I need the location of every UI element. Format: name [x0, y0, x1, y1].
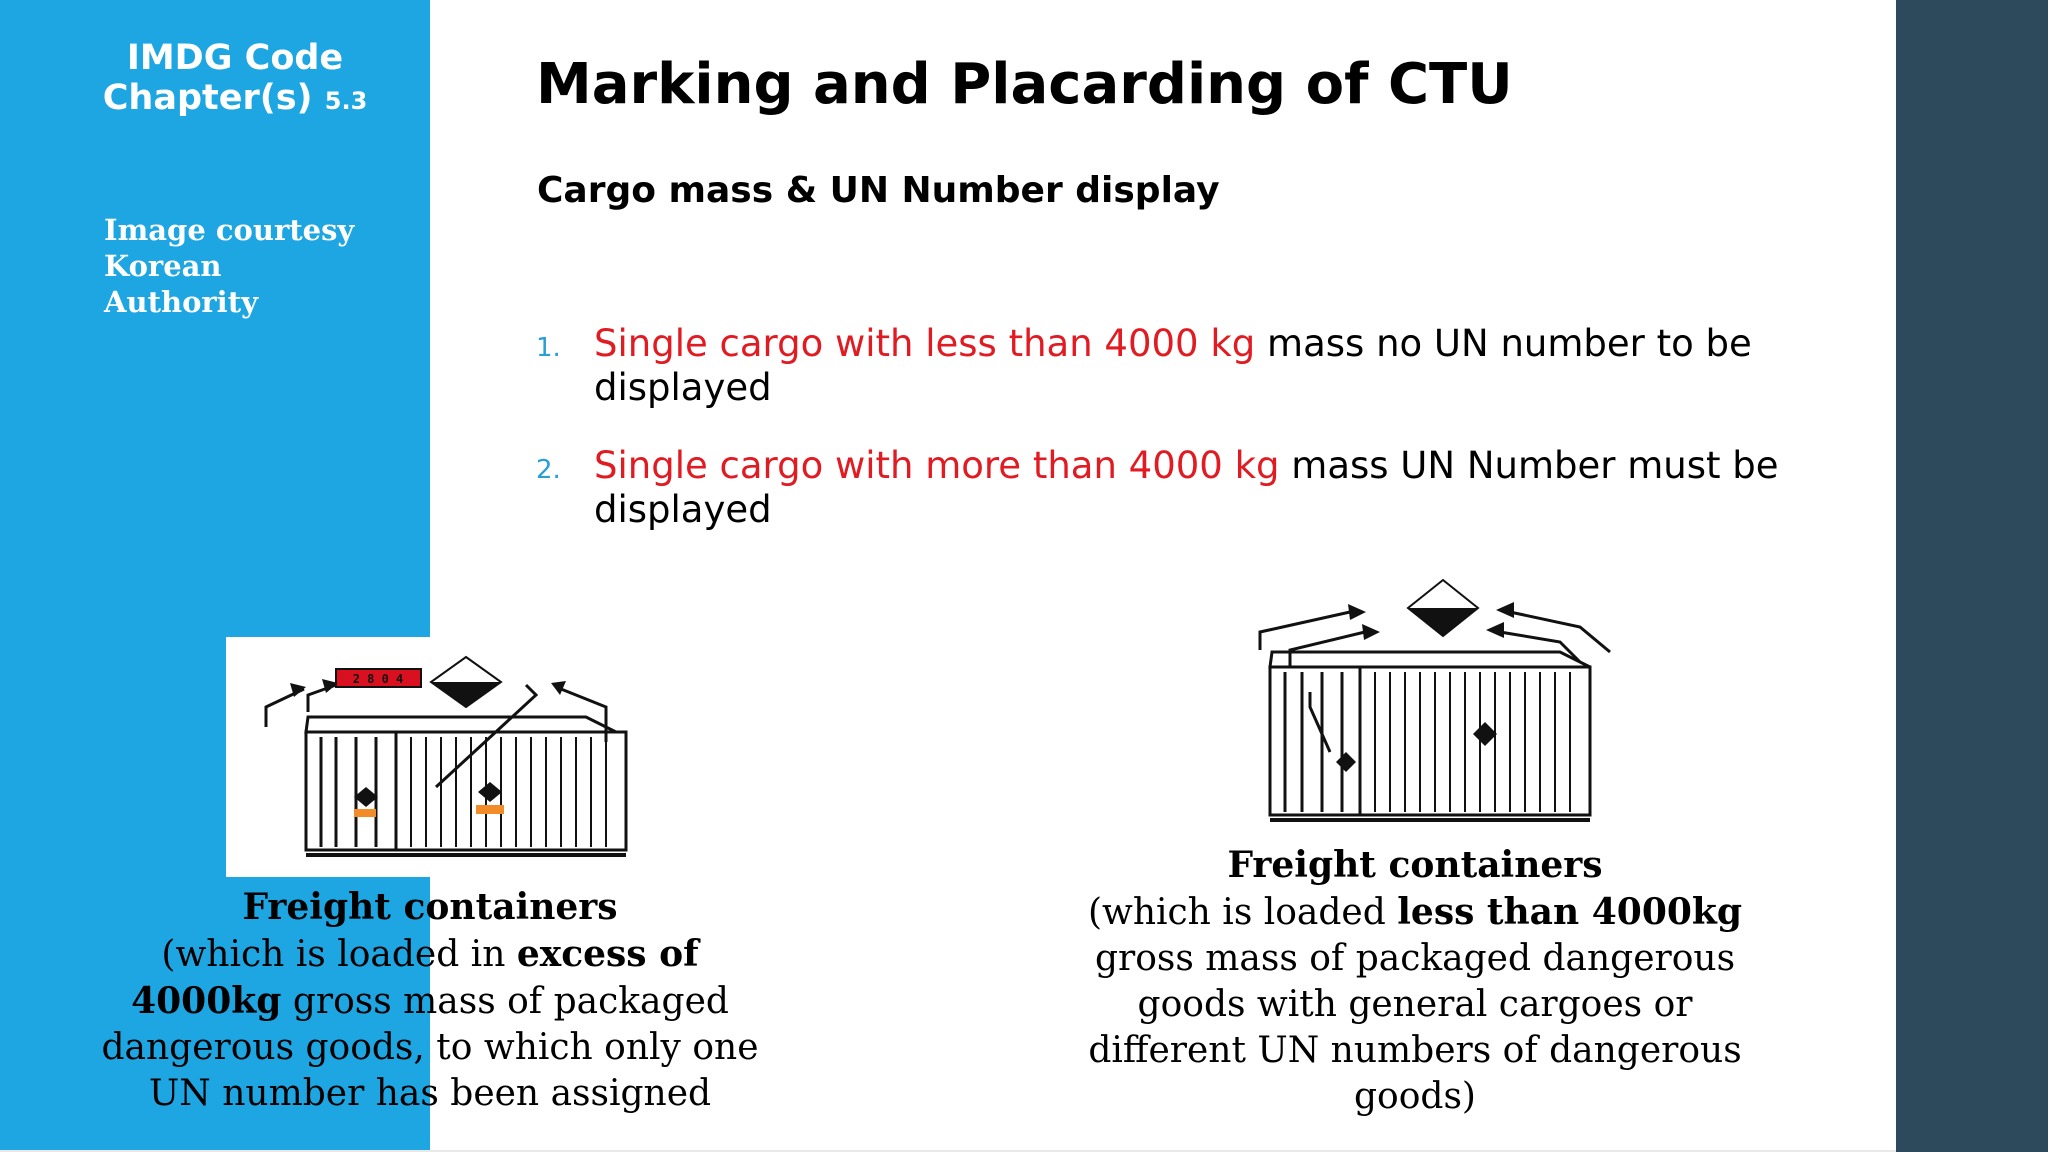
slide-subtitle: Cargo mass & UN Number display — [537, 170, 1220, 211]
list-highlight: Single cargo with less than 4000 kg — [594, 322, 1256, 365]
caption-left-heading: Freight containers — [242, 886, 618, 928]
container-illustration-left: 2 8 0 4 — [226, 637, 646, 877]
caption-right: Freight containers (which is loaded less… — [1080, 842, 1750, 1120]
right-accent-panel — [1896, 0, 2048, 1152]
caption-left: Freight containers (which is loaded in e… — [90, 884, 770, 1117]
list-text: mass no UN number to be displayed — [594, 322, 1752, 409]
container-illustration-right — [1230, 572, 1630, 834]
courtesy-line: Authority — [104, 285, 258, 319]
un-number-plate-text: 2 8 0 4 — [353, 672, 404, 686]
list-number: 2. — [536, 455, 561, 485]
container-with-un-number-icon: 2 8 0 4 — [264, 655, 628, 857]
sidebar-chapter-label: Chapter(s) — [102, 78, 313, 118]
list-item: 2. Single cargo with more than 4000 kg m… — [536, 444, 1846, 532]
list-text: mass UN Number must be displayed — [594, 444, 1779, 531]
sidebar-panel — [0, 0, 430, 1152]
list-highlight: Single cargo with more than 4000 kg — [594, 444, 1280, 487]
sidebar-title-line1: IMDG Code — [126, 38, 344, 78]
list-item: 1. Single cargo with less than 4000 kg m… — [536, 322, 1846, 410]
sidebar-chapter-number: 5.3 — [324, 87, 368, 115]
caption-left-body: (which is loaded in excess of 4000kg gro… — [101, 933, 759, 1114]
container-with-placards-icon — [1258, 578, 1611, 822]
list-number: 1. — [536, 333, 561, 363]
courtesy-line: Korean — [104, 249, 222, 283]
image-courtesy: Image courtesy Korean Authority — [104, 212, 404, 320]
courtesy-line: Image courtesy — [104, 213, 355, 247]
caption-right-body: (which is loaded less than 4000kg gross … — [1087, 891, 1743, 1117]
slide-title: Marking and Placarding of CTU — [536, 52, 1513, 117]
sidebar-title-line2: Chapter(s) 5.3 — [60, 78, 410, 121]
sidebar-title: IMDG Code Chapter(s) 5.3 — [60, 38, 410, 121]
slide-bottom-edge — [0, 1150, 1896, 1152]
rules-list: 1. Single cargo with less than 4000 kg m… — [536, 322, 1846, 566]
caption-right-heading: Freight containers — [1227, 844, 1603, 886]
